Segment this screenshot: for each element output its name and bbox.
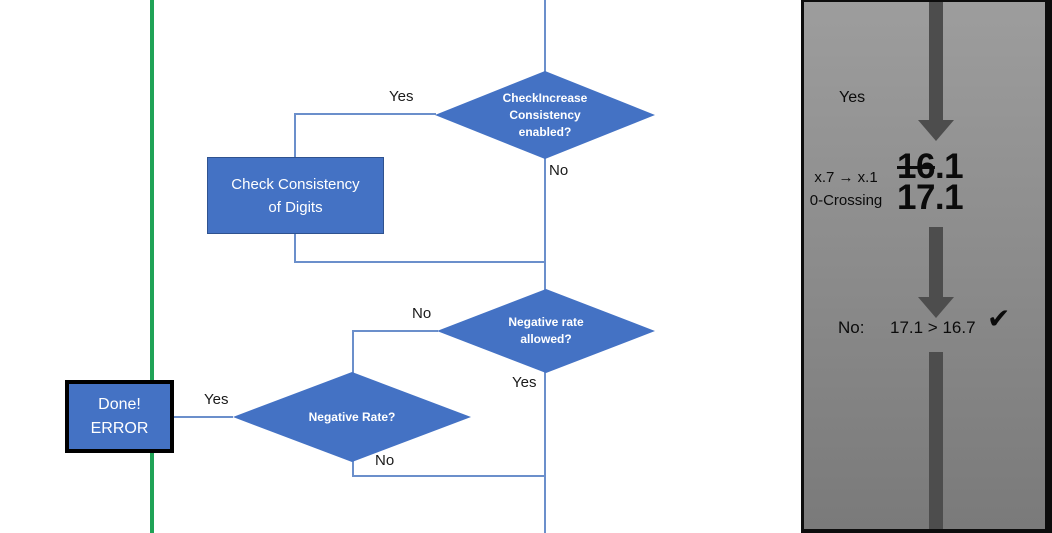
connector-line-bottom-vertical — [544, 372, 546, 533]
box-text-line: Done! — [98, 395, 141, 413]
box-text-line: Check Consistency — [231, 175, 360, 193]
value-correction-numbers: 16.1 17.1 — [897, 149, 964, 217]
connector-line-yes-done-horizontal — [173, 416, 233, 418]
box-text-line: of Digits — [268, 198, 323, 216]
result-comparison-text: 17.1 > 16.7 — [890, 318, 976, 337]
connector-line-no-mid-vertical — [352, 330, 354, 373]
down-arrow-shaft-bottom — [929, 352, 943, 529]
connector-line-no-bottom-horizontal — [352, 475, 545, 477]
connector-line-no-bottom-vertical — [352, 461, 354, 477]
negative-rate-decision-diamond: Negative Rate? — [233, 372, 471, 462]
branch-label-no-bottom: No — [375, 452, 395, 469]
green-timeline-line — [150, 0, 154, 533]
crossing-rule-line1: x.7 → x.1 — [814, 169, 878, 186]
old-value-struck: 16 — [897, 147, 935, 186]
check-consistency-process-box: Check Consistency of Digits — [207, 157, 384, 234]
connector-line-rect-out-horizontal — [294, 261, 546, 263]
new-value-line: 17.1 — [897, 178, 964, 217]
diamond-text-line: enabled? — [518, 124, 572, 139]
connector-line-top-vertical — [544, 0, 546, 72]
checkmark-icon: ✔ — [987, 303, 1011, 334]
connector-line-yes-vertical — [294, 113, 296, 158]
result-prefix-label: No: — [838, 318, 865, 337]
negative-rate-allowed-decision-diamond: Negative rate allowed? — [437, 289, 655, 373]
old-value-rest: .1 — [934, 147, 964, 186]
branch-label-yes-top: Yes — [389, 88, 414, 105]
down-arrow-shaft-middle — [929, 227, 943, 298]
diamond-text-line: CheckIncrease — [502, 90, 588, 105]
connector-line-yes-horizontal — [294, 113, 436, 115]
diamond-text-line: Negative rate — [508, 315, 584, 329]
done-error-terminal-box: Done! ERROR — [65, 380, 174, 453]
branch-label-yes-done: Yes — [204, 391, 229, 408]
crossing-rule-annotation: x.7 → x.1 0-Crossing — [802, 166, 890, 212]
branch-label-no-top: No — [549, 162, 569, 179]
diamond-text-line: Consistency — [509, 107, 581, 122]
connector-line-mid-vertical — [544, 158, 546, 290]
connector-line-rect-out-vertical — [294, 233, 296, 263]
down-arrow-head-top — [918, 120, 954, 141]
branch-label-yes-mid: Yes — [512, 374, 537, 391]
down-arrow-head-middle — [918, 297, 954, 318]
crossing-rule-line2: 0-Crossing — [809, 192, 883, 209]
branch-label-no-mid: No — [412, 305, 432, 322]
side-panel — [801, 0, 1052, 533]
diamond-text-line: Negative Rate? — [308, 409, 396, 424]
down-arrow-shaft-top — [929, 2, 943, 120]
check-increase-decision-diamond: CheckIncrease Consistency enabled? — [435, 71, 655, 159]
connector-line-no-mid-horizontal — [354, 330, 438, 332]
old-value-line: 16.1 — [897, 149, 964, 184]
box-text-line: ERROR — [90, 419, 149, 437]
diamond-text-line: allowed? — [520, 332, 572, 346]
panel-yes-label: Yes — [839, 89, 866, 106]
